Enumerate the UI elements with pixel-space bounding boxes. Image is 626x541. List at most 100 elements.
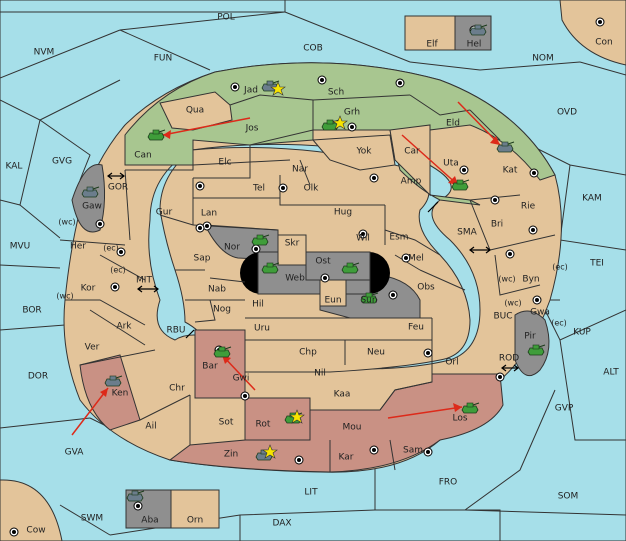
supply-center-dot bbox=[404, 256, 408, 260]
tank-icon[interactable] bbox=[251, 234, 270, 246]
label-gvp: GVP bbox=[555, 404, 574, 414]
tank-icon[interactable] bbox=[527, 344, 546, 356]
label-kar: Kar bbox=[339, 453, 354, 463]
label-pol: POL bbox=[217, 13, 235, 23]
label-elc: Elc bbox=[218, 158, 231, 168]
label-kaa: Kaa bbox=[334, 390, 351, 400]
label-mou: Mou bbox=[343, 423, 362, 433]
supply-center-dot bbox=[113, 285, 117, 289]
label-car: Car bbox=[404, 147, 420, 157]
stars bbox=[262, 81, 348, 459]
label-bar: Bar bbox=[202, 362, 218, 372]
label-skr: Skr bbox=[285, 239, 300, 249]
supply-center-dot bbox=[12, 530, 16, 534]
label-her-ec: (ec) bbox=[103, 244, 119, 253]
tank-icon[interactable] bbox=[126, 490, 145, 502]
label-kal: KAL bbox=[6, 162, 23, 172]
label-gwa-ec: (ec) bbox=[551, 319, 567, 328]
tank-icon[interactable] bbox=[469, 24, 488, 36]
province-orn[interactable] bbox=[170, 489, 220, 529]
label-gwa: Gwa bbox=[530, 308, 550, 318]
label-nab: Nab bbox=[208, 285, 226, 295]
label-eld: Eld bbox=[446, 119, 460, 129]
supply-center-dot bbox=[508, 252, 512, 256]
supply-center-dot bbox=[391, 293, 395, 297]
label-qua: Qua bbox=[186, 106, 204, 116]
label-nar: Nar bbox=[292, 165, 308, 175]
supply-center-dot bbox=[531, 228, 535, 232]
label-som: SOM bbox=[558, 492, 579, 502]
label-lit: LIT bbox=[304, 488, 318, 498]
label-gva: GVA bbox=[65, 448, 85, 458]
province-car[interactable] bbox=[389, 124, 431, 197]
province-labels: POL NVM FUN COB NOM Elf Hel Con Jad Sch … bbox=[6, 13, 620, 536]
label-tel: Tel bbox=[252, 184, 265, 194]
supply-center-dot bbox=[198, 226, 202, 230]
label-orn: Orn bbox=[187, 516, 203, 526]
label-gur: Gur bbox=[156, 208, 173, 218]
label-sam: Sam bbox=[403, 446, 423, 456]
label-bri: Bri bbox=[491, 220, 503, 230]
label-byn-ec: (ec) bbox=[552, 263, 568, 272]
label-orl: Orl bbox=[445, 358, 458, 368]
label-zin: Zin bbox=[224, 450, 238, 460]
tank-icon[interactable] bbox=[213, 346, 232, 358]
tank-icon[interactable] bbox=[147, 129, 166, 141]
label-rbu: RBU bbox=[166, 326, 185, 336]
province-qua[interactable] bbox=[159, 91, 233, 131]
label-rot: Rot bbox=[256, 420, 271, 430]
label-olk: Olk bbox=[304, 184, 320, 194]
label-dor: DOR bbox=[28, 372, 48, 382]
label-esm: Esm bbox=[389, 233, 408, 243]
label-con: Con bbox=[595, 38, 613, 48]
label-obs: Obs bbox=[417, 283, 435, 293]
grey-region-gaw[interactable] bbox=[71, 163, 106, 233]
grey-region-pir[interactable] bbox=[514, 310, 550, 377]
label-feu: Feu bbox=[408, 323, 424, 333]
supply-center-dot bbox=[281, 186, 285, 190]
supply-center-dot bbox=[119, 250, 123, 254]
label-ark: Ark bbox=[116, 322, 132, 332]
label-neu: Neu bbox=[367, 348, 385, 358]
label-byn-wc: (wc) bbox=[498, 275, 515, 284]
label-tei: TEI bbox=[589, 259, 604, 269]
province-yok[interactable] bbox=[311, 134, 396, 171]
supply-center-dot bbox=[372, 448, 376, 452]
tank-icon[interactable] bbox=[360, 292, 379, 304]
label-rod: ROD bbox=[499, 354, 519, 364]
province-borders bbox=[59, 94, 556, 472]
tank-icon[interactable] bbox=[451, 179, 470, 191]
label-sot: Sot bbox=[219, 418, 234, 428]
supply-center-dot bbox=[493, 198, 497, 202]
tank-icon[interactable] bbox=[81, 186, 100, 198]
label-hug: Hug bbox=[334, 208, 352, 218]
province-elf[interactable] bbox=[404, 15, 456, 51]
supply-center-dot bbox=[297, 458, 301, 462]
label-kor-wc: (wc) bbox=[56, 292, 73, 301]
star-icon bbox=[262, 444, 278, 459]
star-icon bbox=[332, 115, 348, 130]
supply-center-dot bbox=[532, 171, 536, 175]
supply-center-dot bbox=[198, 184, 202, 188]
label-chp: Chp bbox=[299, 348, 317, 358]
tank-icon[interactable] bbox=[341, 262, 360, 274]
supply-center-dot bbox=[243, 394, 247, 398]
tank-icon[interactable] bbox=[261, 262, 280, 274]
supply-center-dot bbox=[426, 351, 430, 355]
supply-center-dot bbox=[136, 504, 140, 508]
red-region-ken[interactable] bbox=[79, 354, 141, 431]
label-mel: Mel bbox=[408, 254, 424, 264]
label-gvg: GVG bbox=[52, 157, 72, 167]
label-hil: Hil bbox=[252, 300, 264, 310]
label-web: Web bbox=[285, 274, 305, 284]
supply-center-dot bbox=[205, 224, 209, 228]
label-sma: SMA bbox=[457, 228, 477, 238]
tank-icon[interactable] bbox=[496, 141, 515, 153]
tank-icon[interactable] bbox=[461, 402, 480, 414]
label-los: Los bbox=[452, 414, 467, 424]
label-nvm: NVM bbox=[34, 48, 55, 58]
red-region-south[interactable] bbox=[168, 373, 504, 473]
green-region bbox=[124, 62, 556, 206]
label-nog: Nog bbox=[213, 305, 231, 315]
tank-icon[interactable] bbox=[104, 375, 123, 387]
